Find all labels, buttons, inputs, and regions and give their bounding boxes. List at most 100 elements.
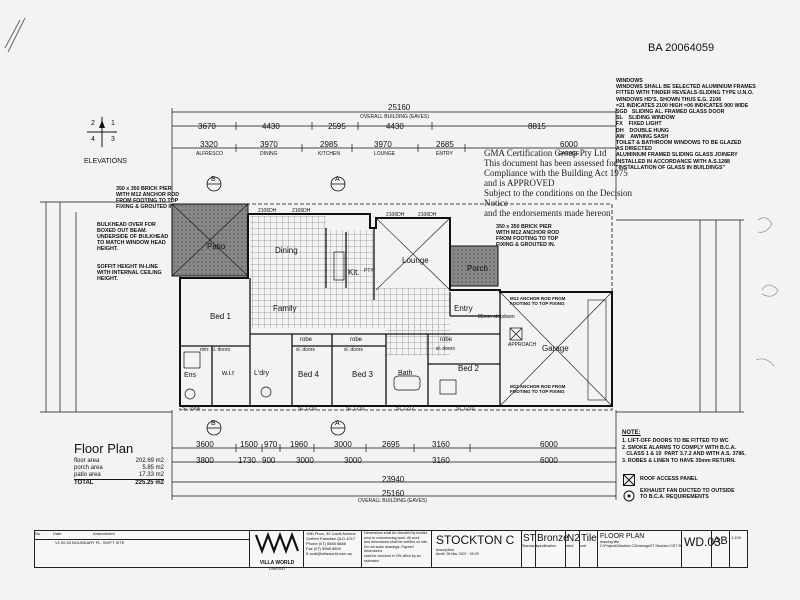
room-kitchen: Kit. [348, 268, 360, 277]
note-line: 2. SMOKE ALARMS TO COMPLY WITH B.C.A. [622, 444, 736, 451]
approval-stamp-line: This document has been assessed for [484, 158, 617, 168]
dim-bottom-r2-3: 3000 [296, 456, 314, 465]
revision-cell: AB [711, 531, 730, 567]
amend-col-amendment: Amendment [93, 531, 115, 536]
dim-bottom-r1-7: 6000 [540, 440, 558, 449]
dim-bottom-r1-1: 1500 [240, 440, 258, 449]
approval-stamp-line: Notice [484, 198, 508, 208]
robe-label-3: robe [440, 337, 453, 343]
spec-cell: ST Standard [521, 531, 537, 567]
room-lounge: Lounge [402, 256, 429, 265]
bulkhead-note: BULKHEAD OVER FOR BOXED OUT BEAM. UNDERS… [97, 222, 169, 252]
spec-sub: Standard [522, 544, 537, 548]
room-entry: Entry [454, 304, 473, 313]
section-mark-b-top: B [211, 176, 216, 183]
exhaust-fan-icon [623, 490, 635, 502]
room-family: Family [273, 304, 297, 313]
windows-note-line: SGD SLIDING AL. FRAMED GLASS DOOR [616, 109, 725, 116]
windows-note-line: ALUMINIUM FRAMED SLIDING GLASS JOINERY [616, 152, 738, 159]
windows-note-line: "INSTALLATION OF GLASS IN BUILDINGS" [616, 164, 725, 171]
area-value: 17.33 m2 [138, 472, 164, 478]
exhaust-fan-legend: EXHAUST FAN DUCTED TO OUTSIDE TO B.C.A. … [640, 488, 735, 500]
approval-stamp-line: and is APPROVED [484, 178, 555, 188]
amend-date: Amdt: 06 Mar 2007 - 09:29 [436, 552, 479, 556]
area-value: 202.69 m2 [135, 458, 164, 464]
dim-bottom-r2-4: 3000 [344, 456, 362, 465]
roof-access-legend: ROOF ACCESS PANEL [640, 476, 698, 482]
elevations-label: ELEVATIONS [84, 158, 127, 165]
dim-top-label-1: DINING [260, 151, 278, 157]
robe-label-1: robe [300, 337, 313, 343]
windows-note-line: FX FIXED LIGHT [616, 121, 662, 128]
approval-stamp-line: Subject to the conditions on the Decisio… [484, 188, 632, 198]
ba-number: BA 20064059 [648, 42, 715, 54]
elevation-mark-4: 4 [91, 136, 95, 143]
margin-scribbles [755, 217, 779, 367]
elevation-mark-2: 2 [91, 120, 95, 127]
dim-top-label-5: GARAGE [558, 151, 580, 157]
dim-top-r2-4: 2685 [436, 140, 454, 149]
dim-top-label-4: ENTRY [436, 151, 453, 157]
stepdown-label: 85mm stepdown [478, 314, 515, 320]
sill-label-1: SL 0906 [182, 406, 201, 412]
company-sub: LIMITED [269, 566, 285, 571]
range-sub: specification [536, 544, 556, 548]
pier-note-right: 350 x 350 BRICK PIER WITH M12 ANCHOR ROD… [496, 224, 560, 248]
dim-bottom-r2-1: 1730 [238, 456, 256, 465]
dim-bottom-r1-3: 1960 [290, 440, 308, 449]
dim-bottom-overall-label: OVERALL BUILDING (EAVES) [358, 498, 427, 504]
dim-top-r2-0: 3320 [200, 140, 218, 149]
windows-note-line: AW AWNING SASH [616, 133, 669, 140]
area-label: TOTAL [74, 480, 94, 486]
room-bed3: Bed 3 [352, 370, 373, 379]
dim-bottom-r2-6: 6000 [540, 456, 558, 465]
area-label: porch area [74, 465, 103, 471]
dim-top-label-0: ALFRESCO [196, 151, 223, 157]
room-porch: Porch [467, 264, 488, 273]
dim-top-label-3: LOUNGE [374, 151, 396, 157]
note-line: 1. LIFT-OFF DOORS TO BE FITTED TO WC [622, 438, 729, 444]
dim-overall-top: 25160 [388, 103, 411, 112]
area-label: patio area [74, 472, 101, 478]
amend-row: V1.00.03 BOUNDARY PL. SHIFT SITE [55, 540, 125, 545]
revision: AB [713, 535, 728, 547]
roof-type: Tile [581, 533, 597, 544]
design-name: STOCKTON C [436, 533, 515, 547]
sheet-title: FLOOR PLAN [600, 533, 645, 540]
approval-stamp-line: Compliance with the Building Act 1975 [484, 168, 628, 178]
sheet-sub: drawing title [600, 540, 620, 544]
mirror-doors-label: mirr. sl. doors [200, 347, 231, 353]
windows-note-line: DH DOUBLE HUNG [616, 127, 669, 134]
sheet-title-cell: FLOOR PLAN drawing title C:\Projects\Sto… [597, 531, 682, 567]
wind-rating: N2 [567, 533, 580, 544]
dim-top-r1-3: 4430 [386, 122, 404, 131]
spec-code: ST [523, 533, 536, 544]
sill-label-2: SL 1210 [298, 406, 317, 412]
dim-top-r1-4: 8815 [528, 122, 546, 131]
sill-label-5: SL 1210 [456, 406, 475, 412]
scale-cell: 1:100 [729, 531, 748, 567]
villa-world-logo-icon [254, 531, 300, 555]
amendment-table: No. Date Amendment V1.00.03 BOUNDARY PL.… [35, 531, 249, 567]
dim-top-r1-0: 3670 [198, 122, 216, 131]
amend-col-date: Date [53, 531, 62, 536]
room-patio: Patio [207, 242, 226, 251]
section-mark-b-bottom: B [211, 420, 216, 427]
windows-note-line: =21 INDICATES 2100 HIGH =06 INDICATES 90… [616, 102, 749, 109]
area-row-patio: patio area 17.33 m2 [74, 472, 164, 480]
wind-sub: wind [566, 544, 574, 548]
roof-access-icon [623, 474, 635, 486]
sill-label-4: SL 1212 [396, 406, 415, 412]
dim-bottom-r1-2: 970 [264, 440, 278, 449]
section-mark-a-bottom: A [335, 420, 340, 427]
dim-bottom-r2-0: 3800 [196, 456, 214, 465]
roof-cell: Tile roof [579, 531, 598, 567]
windows-note-line: SL SLIDING WINDOW [616, 115, 675, 122]
room-pantry: PTY [364, 268, 374, 274]
